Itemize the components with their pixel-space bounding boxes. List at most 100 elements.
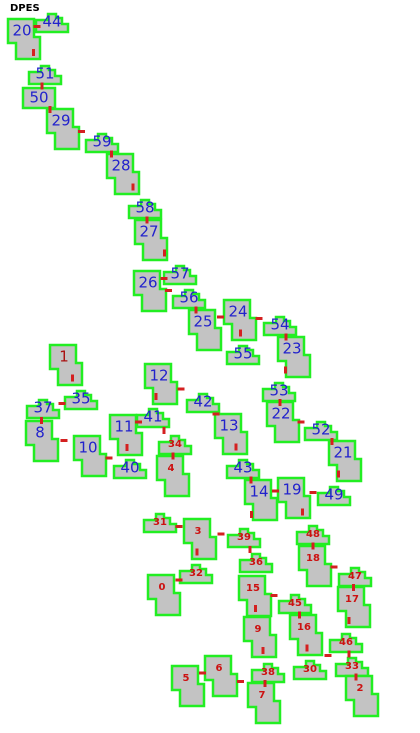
room-label-19: 19 (282, 481, 301, 499)
room-label-56: 56 (179, 289, 198, 307)
door-51-50 (40, 82, 44, 90)
door-19-14 (272, 489, 279, 493)
room-27 (133, 218, 169, 262)
door-15-45 (270, 594, 278, 597)
room-24 (222, 298, 258, 342)
room-label-55: 55 (233, 345, 252, 363)
room-label-11: 11 (114, 418, 133, 436)
room-label-57: 57 (170, 265, 189, 283)
room-label-34: 34 (168, 439, 182, 450)
room-label-16: 16 (297, 622, 311, 633)
door-29-59 (78, 130, 85, 133)
door-37-8 (40, 417, 43, 424)
room-6 (203, 654, 239, 698)
room-label-14: 14 (249, 483, 268, 501)
room-label-31: 31 (153, 517, 167, 528)
room-28 (105, 152, 141, 196)
room-19 (276, 476, 312, 520)
door-10-40 (105, 456, 113, 460)
room-label-3: 3 (195, 526, 202, 537)
door-6-7 (237, 680, 244, 683)
room-49 (316, 485, 352, 507)
room-2 (344, 674, 380, 718)
room-label-42: 42 (193, 393, 212, 411)
door-9-38 (261, 647, 265, 654)
door-13-42 (212, 412, 220, 416)
room-label-27: 27 (139, 223, 158, 241)
room-51 (27, 64, 63, 86)
door-24-54 (255, 317, 263, 320)
room-9 (242, 615, 278, 659)
room-label-9: 9 (255, 624, 262, 635)
room-16 (288, 613, 324, 657)
door-8-10 (60, 439, 68, 442)
room-43 (225, 458, 261, 480)
room-40 (112, 458, 148, 480)
room-17 (336, 585, 372, 629)
room-label-39: 39 (237, 532, 251, 543)
room-label-22: 22 (271, 405, 290, 423)
door-33-2 (354, 673, 358, 681)
room-label-2: 2 (357, 683, 364, 694)
room-label-54: 54 (270, 316, 289, 334)
door-21-49 (337, 470, 340, 478)
room-18 (297, 544, 333, 588)
door-41-34 (162, 427, 166, 434)
door-26-56 (165, 289, 172, 292)
room-42 (185, 392, 221, 414)
door-28-58 (131, 183, 135, 191)
door-38-7 (263, 680, 267, 687)
room-56 (171, 288, 207, 310)
room-55 (225, 344, 261, 366)
door-39-36 (248, 546, 252, 553)
room-58 (127, 198, 163, 220)
room-label-30: 30 (303, 664, 317, 675)
door-6-5 (199, 671, 206, 675)
room-3 (182, 517, 218, 561)
room-4 (155, 454, 191, 498)
door-58-27 (145, 216, 149, 224)
room-label-53: 53 (269, 382, 288, 400)
door-20-51 (32, 49, 35, 56)
room-52 (303, 420, 339, 442)
room-label-35: 35 (71, 390, 90, 408)
door-23-53 (284, 366, 287, 374)
room-label-15: 15 (246, 583, 260, 594)
room-label-32: 32 (189, 568, 203, 579)
room-label-20: 20 (12, 22, 31, 40)
door-52-21 (330, 438, 334, 445)
room-14 (243, 478, 279, 522)
room-label-13: 13 (219, 417, 238, 435)
room-label-17: 17 (345, 594, 359, 605)
room-label-10: 10 (78, 439, 97, 457)
room-10 (72, 434, 108, 478)
room-label-33: 33 (345, 661, 359, 672)
room-29 (45, 107, 81, 151)
door-11-40 (125, 444, 129, 451)
room-label-44: 44 (42, 13, 61, 31)
room-12 (143, 362, 179, 406)
room-label-52: 52 (311, 421, 330, 439)
door-30-46 (324, 654, 332, 657)
rooms-layer (6, 12, 380, 725)
room-32 (178, 563, 214, 585)
room-46 (328, 632, 364, 654)
room-25 (187, 308, 223, 352)
room-35 (63, 389, 99, 411)
room-label-50: 50 (29, 89, 48, 107)
room-31 (142, 512, 178, 534)
room-48 (295, 524, 331, 546)
door-14-39 (250, 511, 253, 518)
door-57-26 (160, 277, 168, 280)
door-59-28 (110, 150, 113, 158)
room-label-8: 8 (35, 424, 45, 442)
door-3-31 (175, 525, 183, 528)
room-41 (135, 407, 171, 429)
room-36 (238, 552, 274, 574)
door-43-13 (234, 443, 238, 451)
door-35-37 (58, 402, 66, 405)
room-label-58: 58 (135, 199, 154, 217)
room-label-43: 43 (233, 459, 252, 477)
room-label-26: 26 (138, 274, 157, 292)
door-19-48 (301, 508, 304, 516)
